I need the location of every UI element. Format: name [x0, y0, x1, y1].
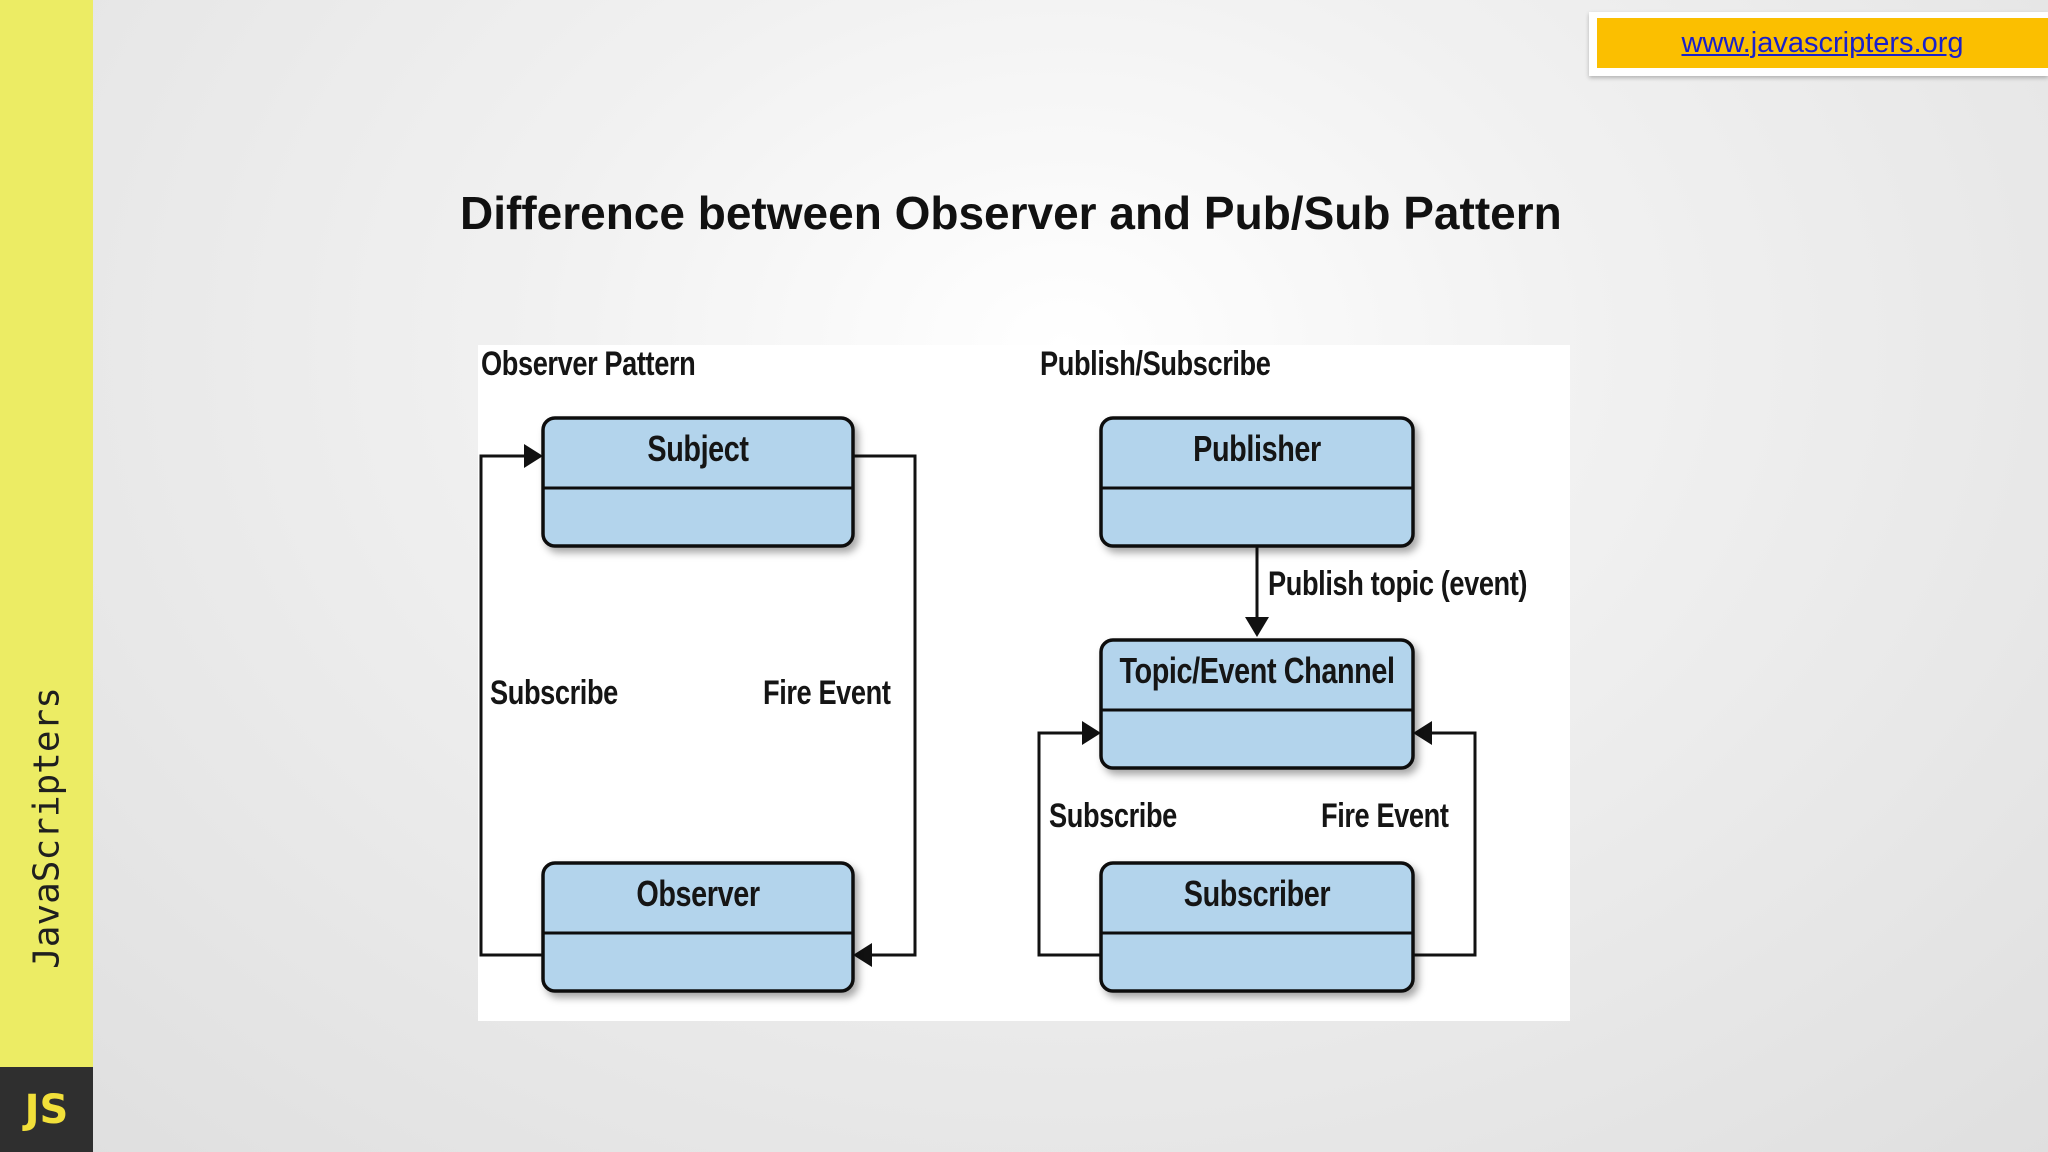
url-banner: www.javascripters.org	[1589, 12, 2048, 76]
subscriber-box-title: Subscriber	[1183, 873, 1331, 914]
observer-box-title: Observer	[636, 873, 760, 914]
pubsub-fire-event-line	[1413, 731, 1477, 957]
brand-vertical-text: JavaScripters	[26, 687, 68, 969]
pubsub-subscribe-label: Subscribe	[1049, 797, 1177, 835]
diagram-graphics	[479, 416, 1477, 993]
observer-fire-event-label: Fire Event	[763, 674, 891, 712]
publisher-box	[1099, 416, 1415, 548]
subscriber-box	[1099, 861, 1415, 993]
channel-box	[1099, 638, 1415, 770]
observer-fire-event-arrowhead	[853, 943, 872, 967]
pubsub-heading: Publish/Subscribe	[1040, 345, 1271, 383]
pubsub-fire-event-label: Fire Event	[1321, 797, 1449, 835]
publish-topic-label: Publish topic (event)	[1268, 565, 1528, 603]
channel-box-title: Topic/Event Channel	[1119, 650, 1395, 691]
js-logo: JS	[0, 1067, 93, 1152]
observer-box	[541, 861, 855, 993]
pubsub-subscribe-arrowhead	[1082, 721, 1101, 745]
pubsub-subscribe-line	[1037, 731, 1101, 957]
observer-fire-event-line	[853, 454, 917, 957]
slide-title: Difference between Observer and Pub/Sub …	[460, 187, 1562, 239]
subject-box	[541, 416, 855, 548]
observer-subscribe-arrowhead	[524, 444, 543, 468]
website-link[interactable]: www.javascripters.org	[1681, 26, 1964, 59]
subject-box-title: Subject	[647, 428, 749, 469]
observer-subscribe-label: Subscribe	[490, 674, 618, 712]
pattern-diagram: Observer Pattern Subject Subscribe Fire …	[478, 345, 1570, 1021]
publish-arrowhead	[1245, 617, 1269, 637]
observer-subscribe-line	[479, 454, 543, 957]
observer-pattern-heading: Observer Pattern	[481, 345, 696, 383]
publisher-box-title: Publisher	[1193, 428, 1321, 469]
sidebar: JavaScripters JS	[0, 0, 93, 1152]
pubsub-fire-event-arrowhead	[1413, 721, 1432, 745]
url-banner-inner: www.javascripters.org	[1597, 18, 2048, 68]
